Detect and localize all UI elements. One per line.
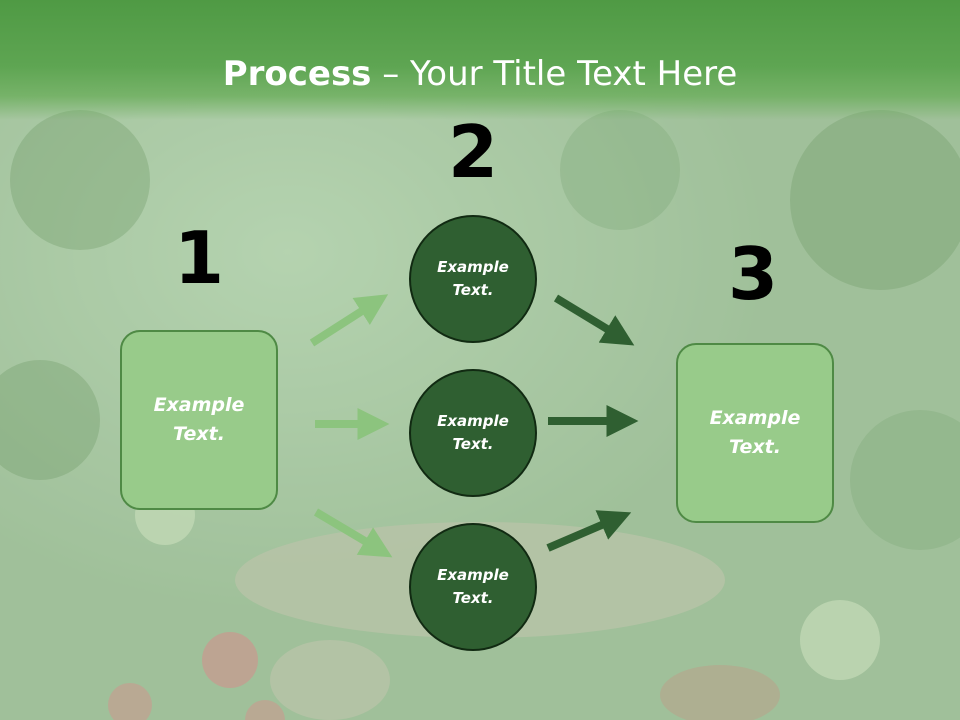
title-bar (0, 0, 960, 120)
circle-3-text: Example Text. (437, 566, 509, 607)
circle-3[interactable]: Example Text. (409, 523, 537, 651)
arrow-from-circle-3 (546, 510, 632, 552)
title-rest: – Your Title Text Here (371, 54, 738, 94)
circle-2[interactable]: Example Text. (409, 369, 537, 497)
step-number-1: 1 (173, 216, 225, 300)
right-text-box[interactable]: Example Text. (676, 343, 834, 523)
arrow-to-circle-1 (309, 294, 389, 347)
slide-title: Process – Your Title Text Here (0, 52, 960, 96)
arrow-to-circle-3 (313, 508, 393, 558)
left-text-box[interactable]: Example Text. (120, 330, 278, 510)
title-bold: Process (222, 54, 372, 94)
step-number-3: 3 (727, 232, 779, 316)
circle-1[interactable]: Example Text. (409, 215, 537, 343)
step-number-2: 2 (447, 110, 499, 194)
left-box-text: Example Text. (153, 394, 245, 445)
circle-2-text: Example Text. (437, 412, 509, 453)
arrow-from-circle-1 (553, 294, 635, 346)
circle-1-text: Example Text. (437, 258, 509, 299)
right-box-text: Example Text. (709, 407, 801, 458)
